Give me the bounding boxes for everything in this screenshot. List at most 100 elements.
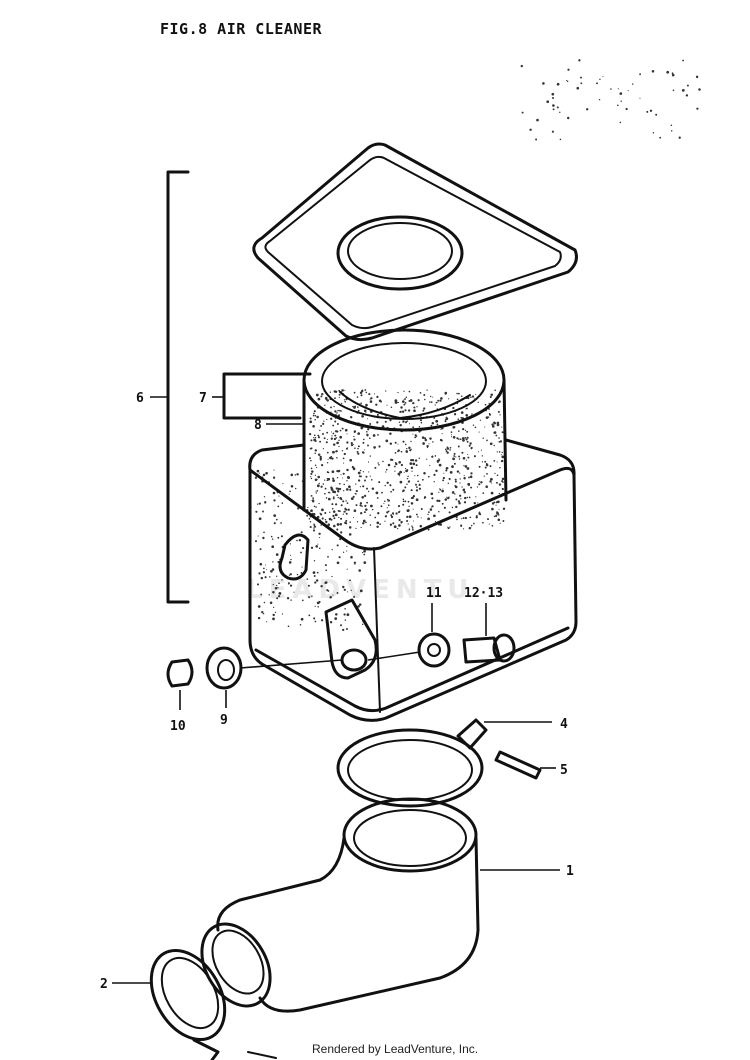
stipple-dot bbox=[536, 118, 539, 122]
stipple-dot bbox=[368, 490, 370, 493]
stipple-dot bbox=[315, 393, 319, 397]
stipple-dot bbox=[300, 571, 303, 574]
stipple-dot bbox=[389, 523, 393, 526]
stipple-dot bbox=[451, 491, 455, 494]
stipple-dot bbox=[330, 437, 333, 440]
stipple-dot bbox=[398, 461, 402, 464]
stipple-dot bbox=[399, 475, 401, 477]
stipple-dot bbox=[289, 573, 292, 576]
stipple-dot bbox=[411, 527, 414, 529]
stipple-dot bbox=[350, 443, 354, 447]
stipple-dot bbox=[273, 522, 276, 525]
stipple-dot bbox=[639, 73, 641, 76]
hose-clamp bbox=[149, 948, 277, 1060]
stipple-dot bbox=[387, 510, 390, 513]
stipple-dot bbox=[301, 566, 303, 568]
stipple-dot bbox=[376, 521, 380, 525]
stipple-dot bbox=[459, 482, 461, 484]
stipple-dot bbox=[412, 495, 415, 498]
screw-part-5 bbox=[494, 750, 542, 780]
stipple-dot bbox=[287, 625, 290, 628]
stipple-dot bbox=[341, 389, 344, 392]
stipple-dot bbox=[269, 601, 273, 605]
stipple-dot bbox=[310, 467, 313, 470]
stipple-dot bbox=[262, 536, 265, 540]
stipple-dot bbox=[337, 496, 339, 499]
stipple-dot bbox=[348, 526, 352, 529]
stipple-dot bbox=[475, 496, 477, 498]
stipple-dot bbox=[389, 484, 392, 487]
stipple-dot bbox=[496, 474, 499, 477]
stipple-dot bbox=[463, 475, 465, 477]
stipple-dot bbox=[408, 390, 411, 393]
stipple-dot bbox=[259, 562, 263, 566]
stipple-dot bbox=[274, 611, 277, 613]
stipple-dot bbox=[392, 513, 394, 516]
stipple-dot bbox=[336, 561, 340, 565]
stipple-dot bbox=[369, 398, 371, 400]
stipple-dot bbox=[423, 394, 426, 396]
stipple-dot bbox=[340, 624, 342, 627]
stipple-dot bbox=[431, 455, 434, 458]
stipple-dot bbox=[272, 606, 275, 609]
stipple-dot bbox=[343, 452, 346, 456]
stipple-dot bbox=[312, 425, 315, 428]
stipple-dot bbox=[341, 402, 343, 405]
stipple-dot bbox=[271, 568, 275, 571]
stipple-dot bbox=[324, 511, 327, 515]
stipple-dot bbox=[348, 533, 352, 536]
stipple-dot bbox=[346, 568, 348, 570]
stipple-dot bbox=[300, 551, 302, 554]
stipple-dot bbox=[386, 511, 389, 514]
stipple-dot bbox=[441, 502, 444, 505]
stipple-dot bbox=[493, 444, 495, 447]
stipple-dot bbox=[366, 487, 368, 490]
stipple-dot bbox=[331, 451, 333, 453]
stipple-dot bbox=[355, 483, 357, 485]
stipple-dot bbox=[451, 506, 454, 509]
stipple-dot bbox=[289, 543, 291, 545]
stipple-dot bbox=[353, 438, 356, 441]
stipple-dot bbox=[484, 466, 487, 469]
stipple-dot bbox=[320, 459, 322, 461]
stipple-dot bbox=[498, 401, 500, 404]
stipple-dot bbox=[452, 435, 456, 439]
stipple-dot bbox=[394, 452, 397, 454]
stipple-dot bbox=[494, 423, 496, 425]
stipple-dot bbox=[415, 489, 419, 492]
stipple-dot bbox=[338, 482, 341, 485]
stipple-dot bbox=[322, 483, 325, 485]
air-cleaner-cover bbox=[252, 142, 578, 342]
stipple-dot bbox=[330, 406, 332, 409]
stipple-dot bbox=[429, 508, 433, 511]
stipple-dot bbox=[457, 500, 461, 503]
stipple-dot bbox=[416, 474, 419, 477]
stipple-dot bbox=[449, 526, 451, 528]
stipple-dot bbox=[258, 502, 261, 505]
stipple-dot bbox=[377, 434, 379, 436]
stipple-dot bbox=[346, 613, 350, 617]
stipple-dot bbox=[353, 561, 357, 564]
stipple-dot bbox=[398, 524, 401, 527]
stipple-dot bbox=[272, 590, 275, 594]
stipple-dot bbox=[477, 502, 479, 504]
stipple-dot bbox=[407, 523, 409, 525]
stipple-dot bbox=[337, 409, 339, 412]
stipple-dot bbox=[498, 441, 501, 443]
stipple-dot bbox=[437, 399, 440, 402]
stipple-dot bbox=[445, 417, 449, 421]
stipple-dot bbox=[334, 420, 337, 423]
stipple-dot bbox=[458, 438, 460, 440]
stipple-dot bbox=[659, 136, 662, 139]
stipple-dot bbox=[273, 492, 275, 494]
stipple-dot bbox=[478, 465, 481, 468]
stipple-dot bbox=[362, 441, 365, 444]
stipple-dot bbox=[365, 430, 368, 433]
stipple-dot bbox=[449, 449, 451, 451]
stipple-dot bbox=[390, 406, 393, 409]
stipple-dot bbox=[297, 507, 300, 510]
stipple-dot bbox=[417, 399, 420, 402]
stipple-dot bbox=[359, 504, 362, 507]
stipple-dot bbox=[393, 465, 396, 468]
stipple-dot bbox=[415, 464, 418, 467]
